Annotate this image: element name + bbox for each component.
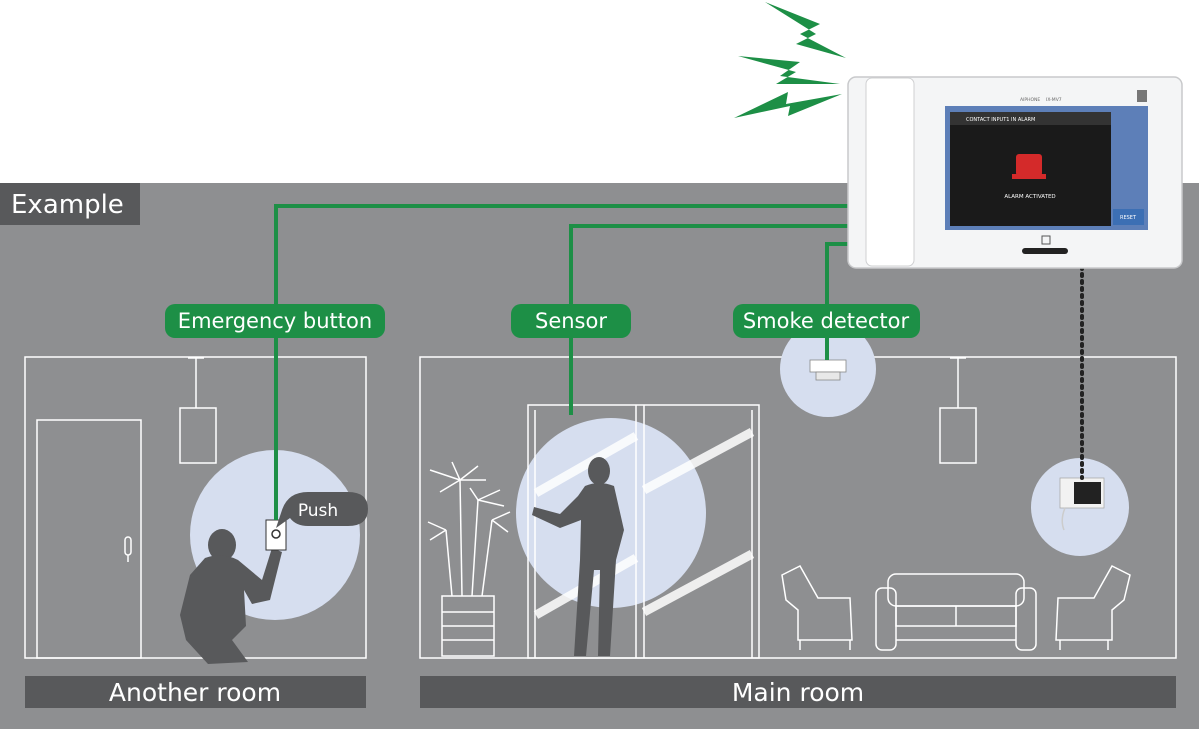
monitor-screen-header: CONTACT INPUT1 IN ALARM: [966, 117, 1035, 123]
person-kneeling: [180, 529, 282, 664]
example-label: Example: [11, 190, 124, 220]
emergency-button-tag: Emergency button: [165, 304, 385, 338]
main-room-bar: [420, 676, 1176, 708]
another-room-bar: [25, 676, 366, 708]
master-monitor: CONTACT INPUT1 IN ALARM ALARM ACTIVATED …: [847, 76, 1183, 269]
ceiling-lamp-1: [179, 357, 217, 464]
monitor-screen-status: ALARM ACTIVATED: [1004, 194, 1055, 200]
person-standing: [532, 457, 624, 656]
potted-plant: [427, 461, 511, 657]
sofa: [875, 573, 1037, 651]
push-bubble: Push: [276, 492, 368, 528]
sensor-label: Sensor: [535, 309, 607, 333]
glass-reflections: [533, 428, 755, 619]
monitor-model: IX-MV7: [1046, 97, 1062, 103]
armchair-left: [781, 565, 853, 650]
main-room-label: Main room: [732, 678, 864, 707]
armchair-right: [1055, 565, 1131, 650]
push-bubble-text: Push: [298, 501, 338, 521]
ceiling-lamp-2: [939, 357, 977, 464]
smoke-detector-label: Smoke detector: [743, 309, 910, 333]
door-drawing: [36, 419, 142, 659]
monitor-brand: AIPHONE: [1020, 97, 1040, 103]
slave-monitor-device: [1059, 477, 1105, 531]
monitor-reset-label: RESET: [1120, 215, 1137, 221]
smoke-detector-tag: Smoke detector: [733, 304, 920, 338]
emergency-button-label: Emergency button: [178, 309, 372, 333]
alarm-lightning-icon: [734, 2, 846, 118]
sliding-glass-door: [527, 404, 760, 659]
another-room-label: Another room: [109, 678, 281, 707]
sensor-tag: Sensor: [511, 304, 631, 338]
example-tab: [0, 183, 140, 225]
emergency-button-device: [265, 519, 287, 551]
monitor-reset-key: [1113, 209, 1144, 225]
